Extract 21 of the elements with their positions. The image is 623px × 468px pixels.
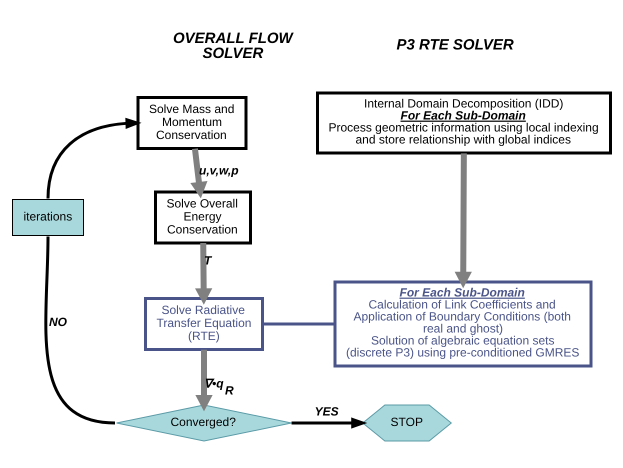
label: OVERALL FLOW SOLVER [173,30,293,62]
node-box: Solve Overall Energy Conservation [154,190,252,244]
node-diamond: Converged? [116,404,292,442]
label: P3 RTE SOLVER [396,36,514,53]
edge-label: T [204,253,212,268]
node-box: Solve Mass and Momentum Conservation [136,96,248,150]
arrow [195,349,213,411]
edge-label: u,v,w,p [199,163,239,178]
connector [44,236,116,424]
arrow [454,152,472,288]
connector [262,322,335,325]
arrow [292,416,368,428]
node-box: Solve Radiative Transfer Equation (RTE) [144,296,264,350]
node-box: iterations [12,198,84,236]
arrow [46,117,142,198]
node-box: For Each Sub-Domain Calculation of Link Coefficients and Application of Boundary Conditions (both real and ghost) Solution of algebraic equation sets (discrete P3) using pre-conditioned GMRES [334,280,592,367]
edge-label: NO [49,314,67,329]
node-box: Internal Domain Decomposition (IDD) For Each Sub-Domain Process geometric information using local indexing and store relationship with global indices [316,91,612,154]
arrow [195,242,212,304]
edge-label: YES [314,404,339,418]
arrow [190,148,208,198]
